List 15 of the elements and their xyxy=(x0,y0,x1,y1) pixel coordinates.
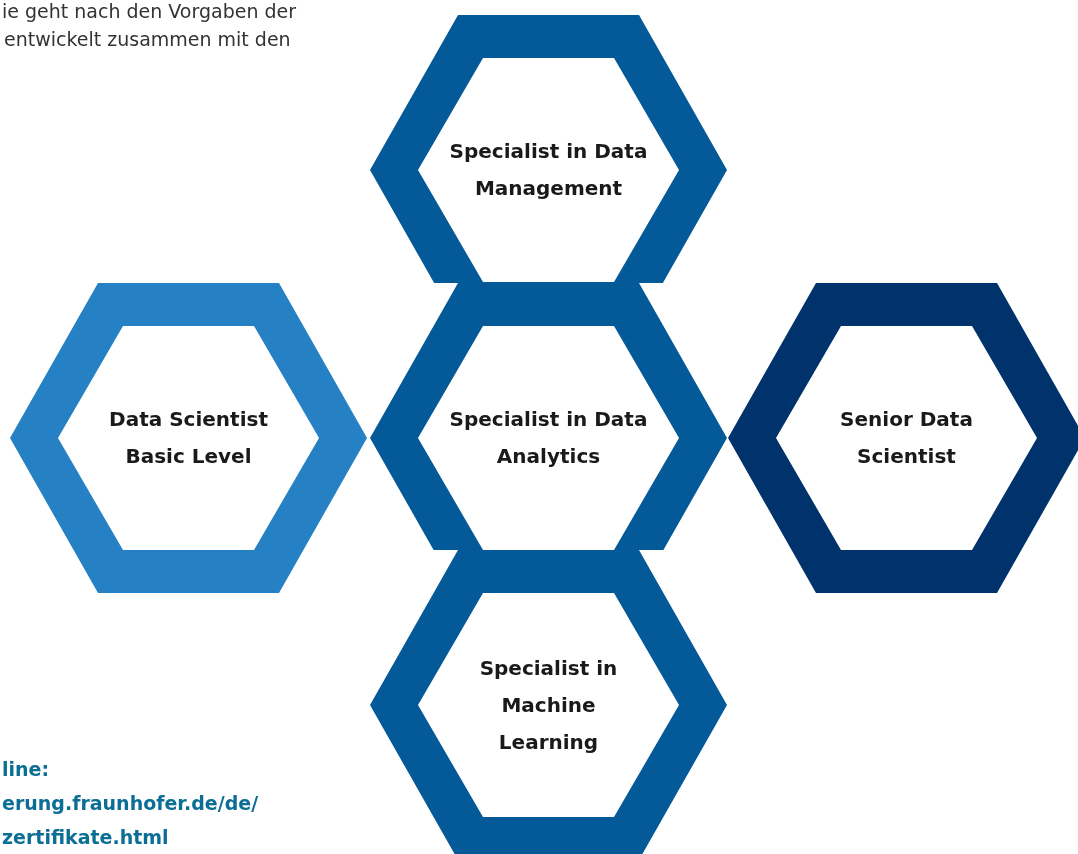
web-address: zertifikate.html xyxy=(2,826,169,848)
intro-text: entwickelt zusammen mit den xyxy=(4,28,291,50)
hexagon-node xyxy=(370,15,727,283)
intro-text: ie geht nach den Vorgaben der xyxy=(2,0,297,22)
web-address: erung.fraunhofer.de/de/ xyxy=(2,792,259,814)
hexagon-label: Specialist in Machine Learning xyxy=(478,654,619,756)
hexagon-node xyxy=(370,550,727,854)
hexagon-label: Specialist in Data Analytics xyxy=(448,406,649,470)
hexagon-label: Data Scientist Basic Level xyxy=(108,406,269,470)
hexagon-label: Specialist in Data Management xyxy=(448,138,649,202)
hexagon-node xyxy=(10,283,367,593)
hexagon-node xyxy=(370,283,727,550)
link-heading: line: xyxy=(2,758,50,780)
hexagon-label: Senior Data Scientist xyxy=(839,406,974,470)
hexagon-node xyxy=(728,283,1078,593)
